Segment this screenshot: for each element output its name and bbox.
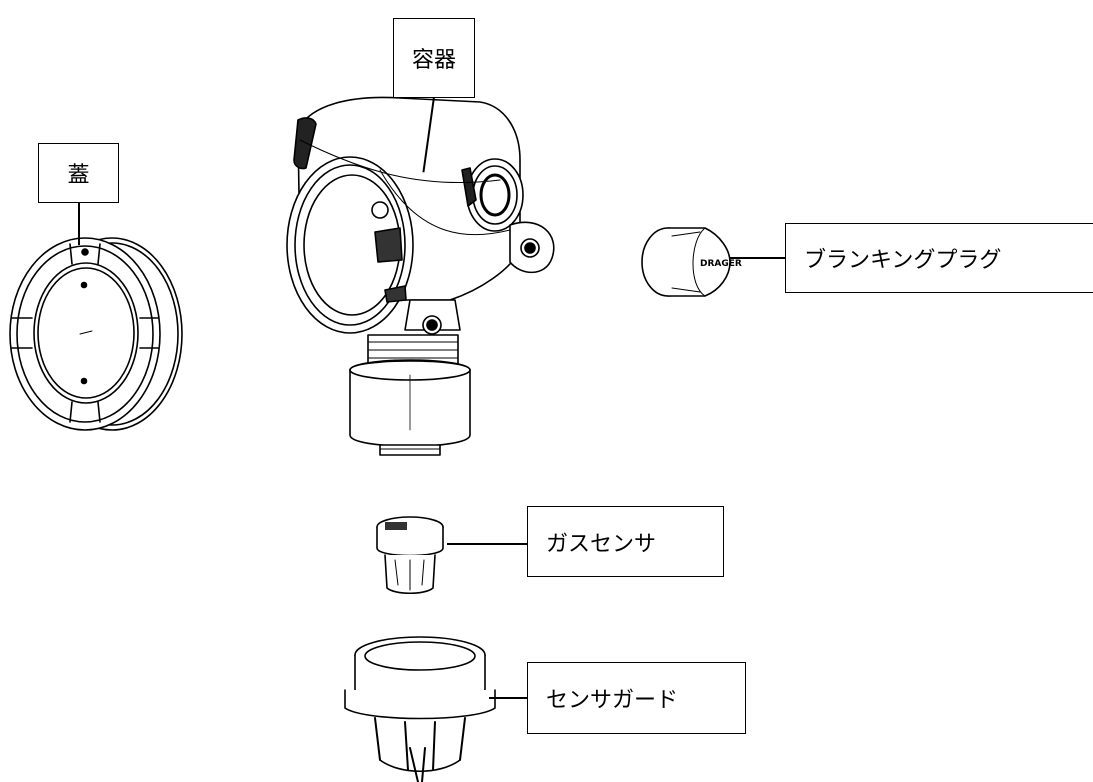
plug-marking-text: DRAGER [700,259,742,269]
housing-part [286,96,555,456]
lid-label: 蓋 [38,143,119,203]
lid-leader-line [78,203,80,245]
sensor-guard-leader-line [489,697,527,699]
plug-leader-line [730,257,786,259]
gas-sensor-label: ガスセンサ [527,506,724,577]
sensor-guard-label: センサガード [527,662,746,734]
housing-label: 容器 [393,18,475,98]
gas-sensor-leader-line [447,543,527,545]
gas-sensor-part [376,516,444,595]
blanking-plug-label: ブランキングプラグ [785,223,1093,293]
blanking-plug-part: DRAGER [641,227,742,297]
sensor-guard-part [344,636,496,782]
lid-part [9,237,183,431]
